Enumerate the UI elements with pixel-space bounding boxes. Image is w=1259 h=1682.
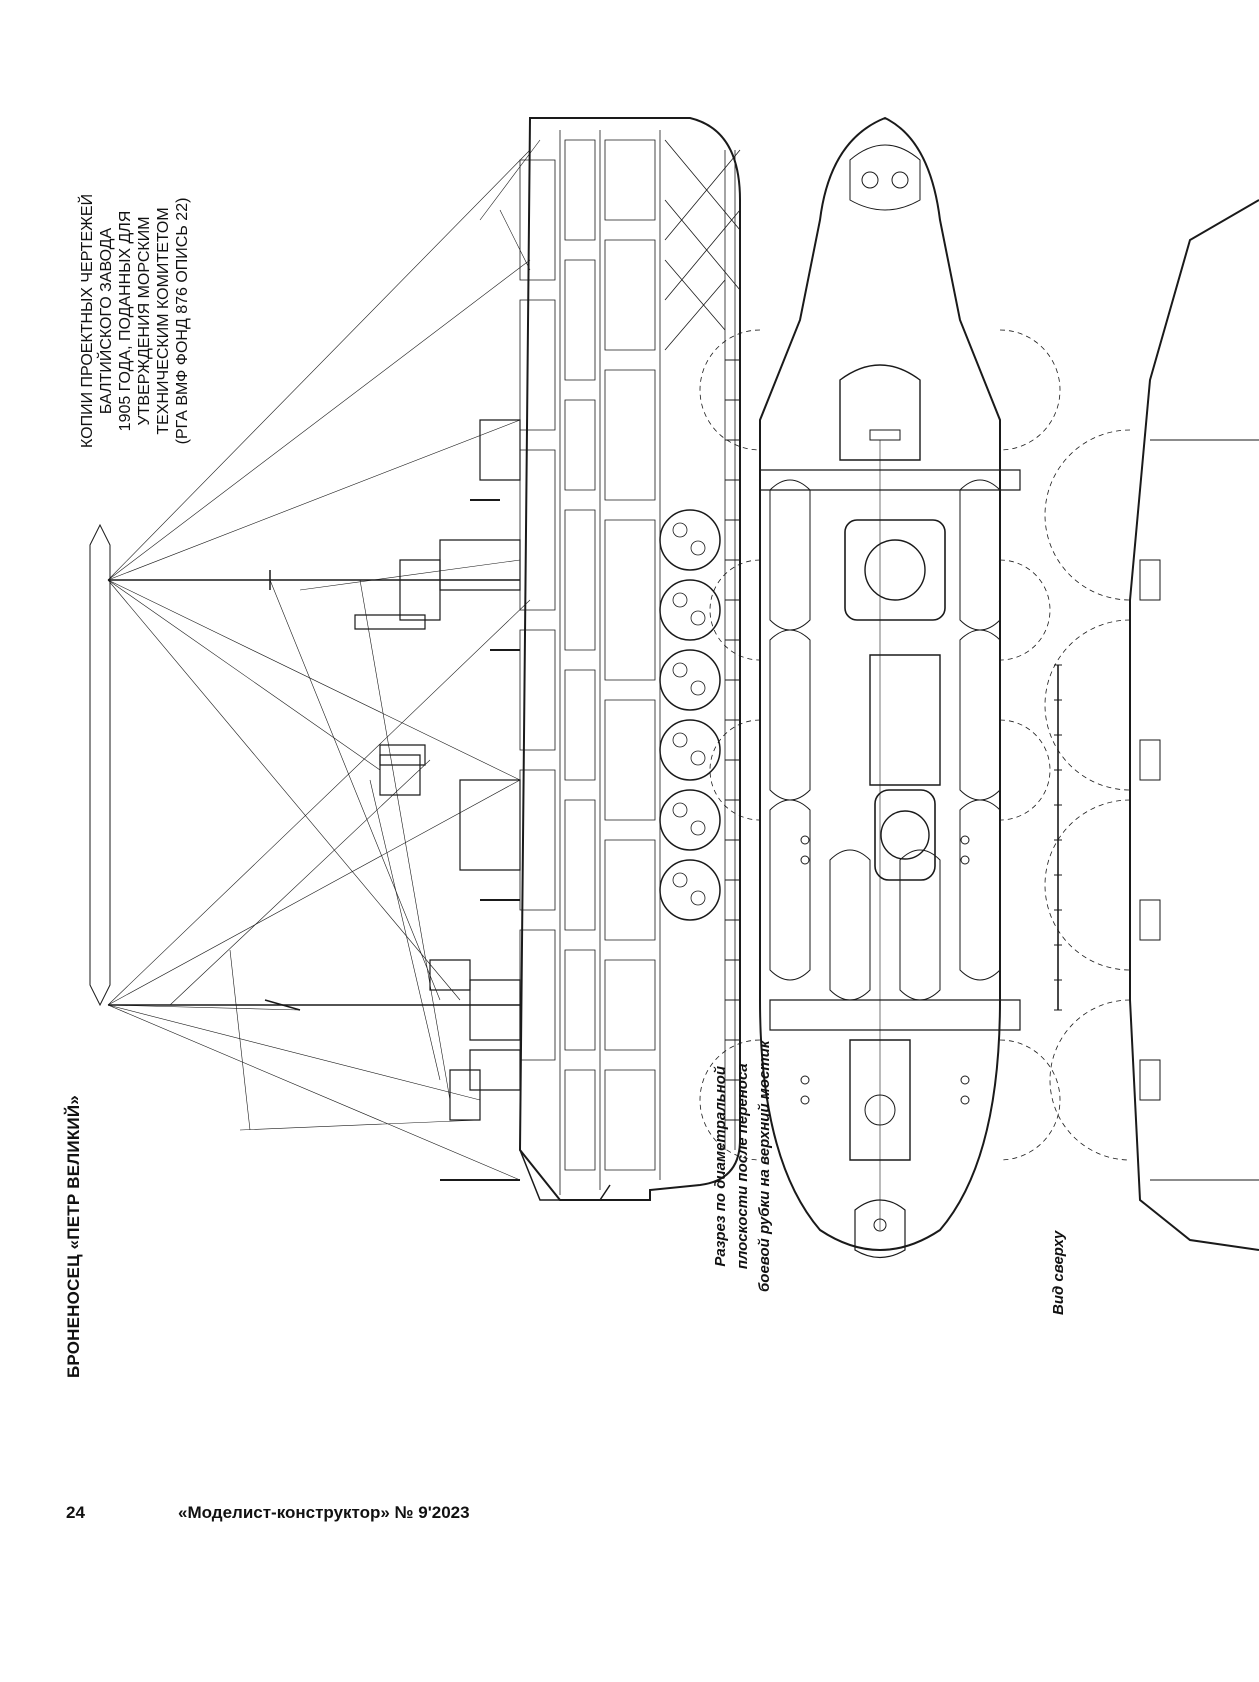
battery-deck-drawing <box>1045 200 1259 1250</box>
source-note-line: УТВЕРЖДЕНИЯ МОРСКИМ <box>136 216 153 426</box>
source-note-line: (РГА ВМФ ФОНД 876 ОПИСЬ 22) <box>174 197 191 445</box>
magazine-issue: «Моделист-конструктор» № 9'2023 <box>178 1503 470 1522</box>
source-note-line: ТЕХНИЧЕСКИМ КОМИТЕТОМ <box>155 207 172 435</box>
source-note-line: 1905 ГОДА, ПОДАННЫХ ДЛЯ <box>117 210 134 432</box>
section-caption-line: боевой рубки на верхний мостик <box>756 1040 773 1292</box>
page-number: 24 <box>66 1503 85 1522</box>
source-note-line: КОПИИ ПРОЕКТНЫХ ЧЕРТЕЖЕЙ <box>79 193 96 448</box>
section-caption-line: Разрез по диаметральной <box>712 1065 729 1267</box>
section-caption-line: плоскости после переноса <box>734 1063 751 1270</box>
section-caption: Разрез по диаметральной плоскости после … <box>710 1041 776 1292</box>
source-note-line: БАЛТИЙСКОГО ЗАВОДА <box>98 227 115 415</box>
top-view-drawing <box>700 118 1060 1258</box>
archive-source-note: КОПИИ ПРОЕКТНЫХ ЧЕРТЕЖЕЙ БАЛТИЙСКОГО ЗАВ… <box>78 194 192 448</box>
ship-title: БРОНЕНОСЕЦ «ПЕТР ВЕЛИКИЙ» <box>64 1095 83 1378</box>
longitudinal-section-drawing <box>90 118 740 1200</box>
top-view-caption: Вид сверху <box>1050 1230 1067 1315</box>
